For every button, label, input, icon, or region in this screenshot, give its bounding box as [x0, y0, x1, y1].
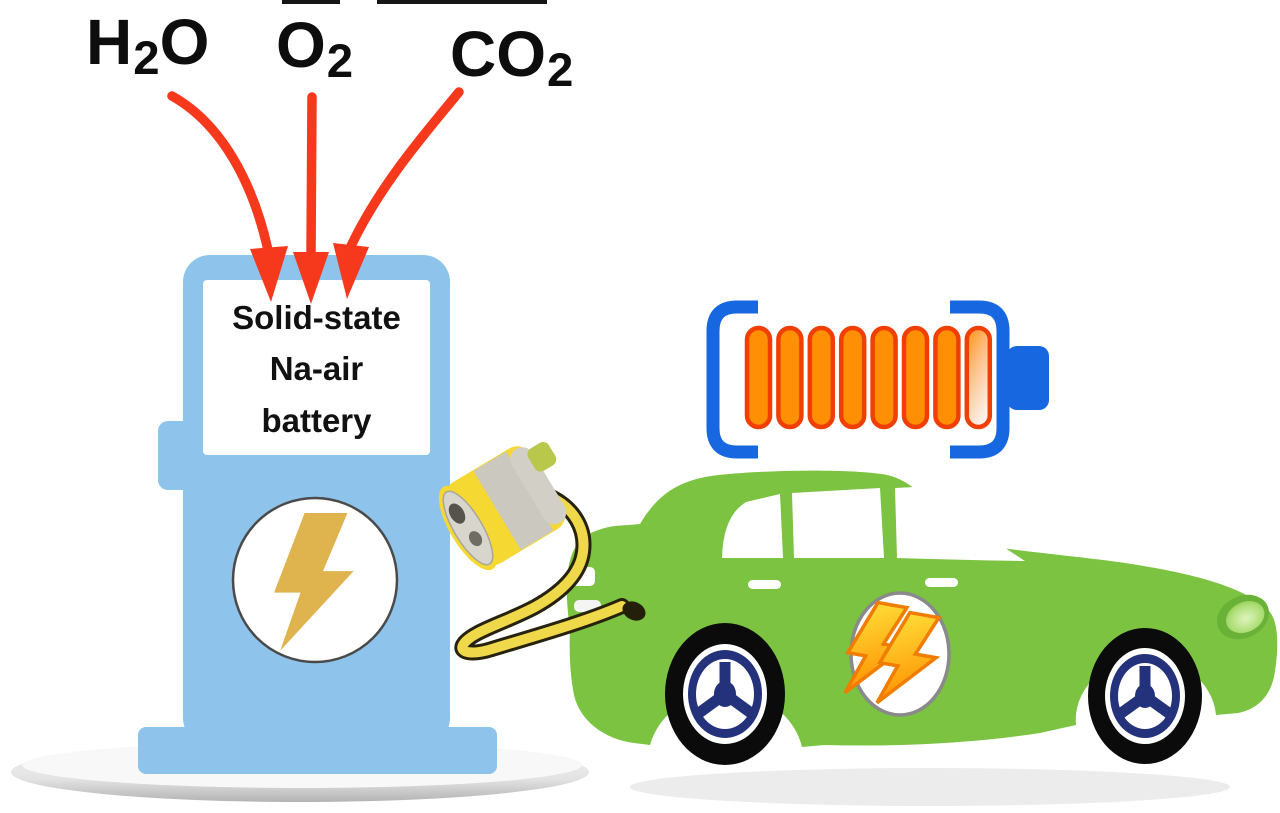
battery-cell	[933, 325, 961, 430]
h2o-arrow	[167, 91, 273, 255]
top-crop-artifact	[282, 0, 547, 4]
car-energy-badge	[839, 591, 951, 717]
battery-level-icon	[706, 300, 1049, 459]
rear-wheel	[665, 623, 785, 765]
charging-station	[138, 255, 497, 774]
co2-arrow	[346, 87, 464, 251]
front-door-handle	[925, 578, 958, 587]
station-label: Solid-state Na-air battery	[203, 282, 430, 455]
charging-plug-icon	[438, 442, 567, 571]
station-label-line3: battery	[261, 401, 372, 439]
battery-cell	[870, 325, 898, 430]
charging-cable-icon	[454, 488, 646, 661]
o2-arrow	[306, 92, 317, 259]
plug-cable-nub	[527, 442, 557, 472]
battery-terminal	[1007, 346, 1049, 410]
rear-quarter-window	[722, 494, 783, 558]
co2-main: CO	[450, 18, 546, 90]
cable-tip	[622, 601, 646, 621]
battery-cell	[776, 325, 804, 430]
h2o-tail: O	[159, 6, 210, 78]
gas-label-co2: CO2	[450, 22, 573, 95]
battery-cell	[901, 325, 930, 430]
o2-main: O	[276, 9, 326, 81]
rear-door-handle	[748, 580, 781, 589]
station-label-panel	[203, 280, 430, 455]
station-label-line1: Solid-state	[232, 298, 401, 336]
front-window-windshield	[895, 486, 1025, 561]
battery-cell	[744, 325, 773, 430]
station-label-line2: Na-air	[269, 350, 364, 387]
rear-door-window	[792, 488, 884, 558]
car-shadow	[630, 768, 1230, 806]
gas-label-o2: O2	[276, 13, 353, 86]
gas-flow-arrows	[167, 87, 464, 304]
co2-sub: 2	[547, 44, 574, 98]
o2-sub: 2	[326, 35, 354, 89]
battery-cell	[807, 325, 836, 430]
h2o-main: H	[86, 6, 133, 78]
battery-cell	[838, 325, 867, 430]
front-wheel	[1088, 628, 1202, 764]
battery-cell	[964, 325, 993, 430]
h2o-sub: 2	[133, 32, 160, 86]
headlight	[1216, 594, 1270, 640]
battery-cells	[744, 325, 993, 430]
gas-label-h2o: H2O	[86, 10, 209, 83]
